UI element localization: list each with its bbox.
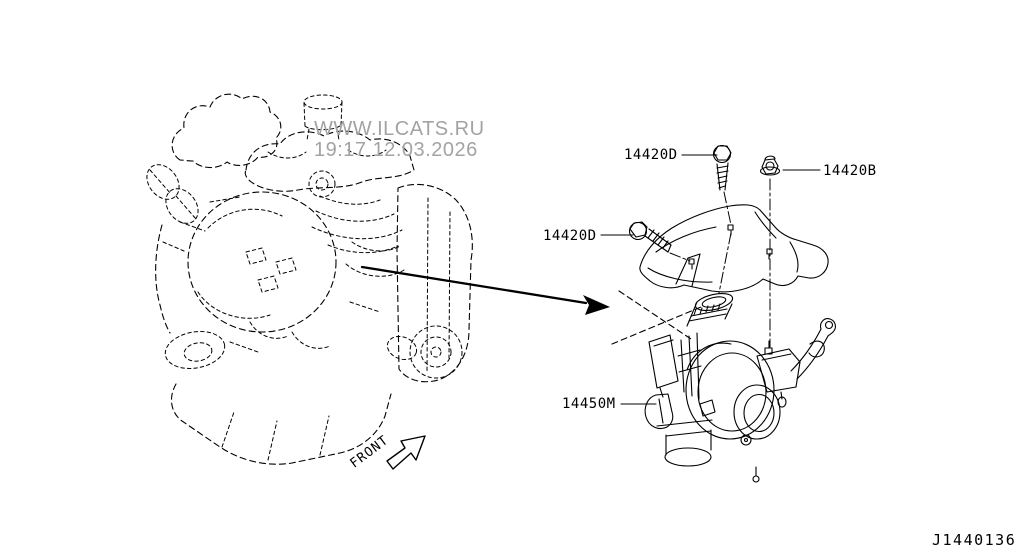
pointer-arrow-icon — [360, 265, 610, 315]
turbocharger-drawing — [611, 290, 836, 483]
front-direction-arrow-icon — [386, 435, 426, 470]
watermark: WWW.ILCATS.RU 19:17 12.03.2026 — [314, 119, 485, 161]
leader-lines — [600, 154, 821, 405]
watermark-site: WWW.ILCATS.RU — [314, 118, 485, 140]
flange-nut-icon — [759, 155, 781, 176]
bolt-icon — [712, 144, 732, 191]
part-label-14420B[interactable]: 14420B — [823, 163, 877, 179]
heat-shield-drawing — [639, 204, 829, 293]
part-label-14450M[interactable]: 14450M — [562, 396, 616, 412]
part-label-14420D-upper[interactable]: 14420D — [624, 147, 678, 163]
bolt-icon — [628, 221, 672, 253]
part-label-14420D-lower[interactable]: 14420D — [543, 228, 597, 244]
diagram-id: J1440136 — [932, 531, 1017, 549]
watermark-timestamp: 19:17 12.03.2026 — [314, 139, 478, 161]
engine-drawing — [146, 93, 473, 465]
